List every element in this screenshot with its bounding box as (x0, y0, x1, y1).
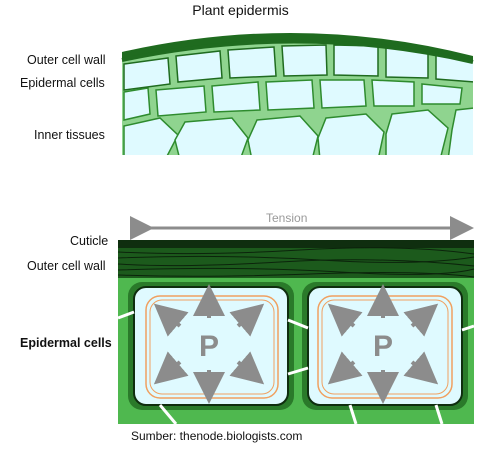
cuticle-layer (118, 240, 474, 248)
pressure-label-right: P (373, 330, 394, 363)
bottom-epidermis-diagram (117, 216, 475, 425)
tension-label: Tension (266, 211, 308, 225)
top-outer-cell-wall (122, 32, 473, 62)
label-inner-tissues: Inner tissues (34, 128, 105, 142)
source-caption: Sumber: thenode.biologists.com (131, 429, 303, 443)
epidermal-cell-right (302, 282, 468, 410)
top-epidermal-cells (123, 44, 473, 91)
epidermal-cell-left (128, 282, 294, 410)
label-cuticle: Cuticle (70, 234, 109, 248)
top-epidermis-diagram (121, 32, 474, 155)
label-epidermal-cells-top: Epidermal cells (20, 76, 105, 90)
label-epidermal-cells-bottom: Epidermal cells (20, 336, 112, 350)
label-outer-cell-wall-top: Outer cell wall (27, 53, 106, 67)
inner-tissue-cells (123, 79, 473, 155)
diagram-title: Plant epidermis (192, 2, 289, 18)
pressure-label-left: P (199, 330, 220, 363)
label-outer-cell-wall-bottom: Outer cell wall (27, 259, 106, 273)
